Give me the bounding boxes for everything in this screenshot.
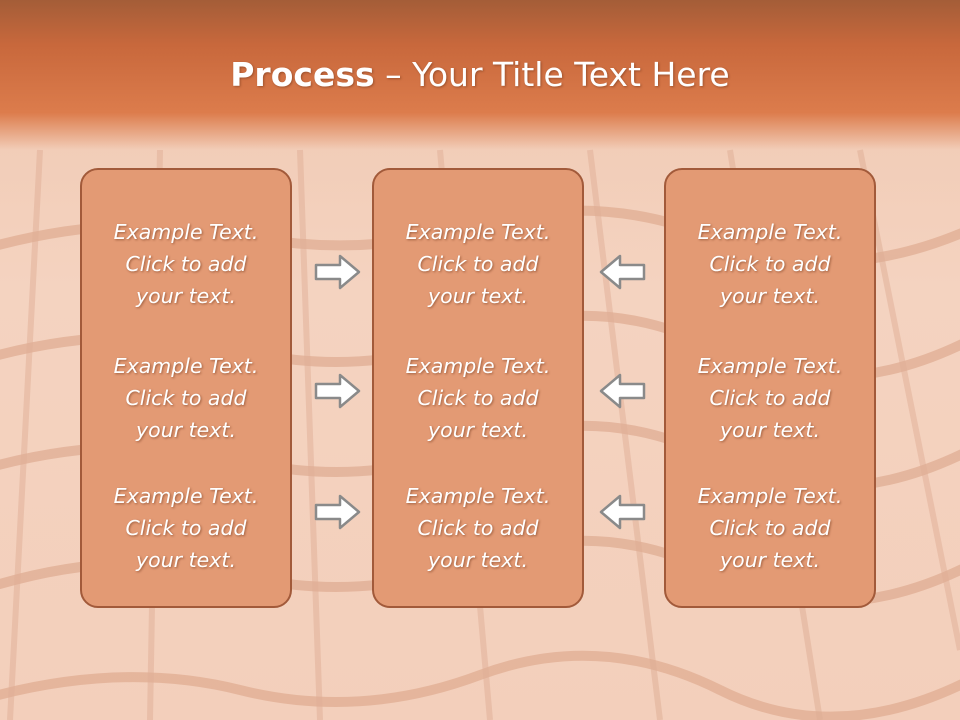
text-entry[interactable]: Example Text. Click to add your text. <box>82 216 290 312</box>
entry-line: Example Text. <box>697 220 843 244</box>
title-rest-text: – Your Title Text Here <box>374 55 730 94</box>
process-box-right[interactable]: Example Text. Click to add your text. Ex… <box>664 168 876 608</box>
text-entry[interactable]: Example Text. Click to add your text. <box>374 350 582 446</box>
right-arrow-icon <box>314 494 361 530</box>
entry-line: your text. <box>428 548 528 572</box>
slide-title[interactable]: Process – Your Title Text Here <box>0 55 960 94</box>
process-box-center[interactable]: Example Text. Click to add your text. Ex… <box>372 168 584 608</box>
entry-line: your text. <box>720 284 820 308</box>
entry-line: Example Text. <box>405 484 551 508</box>
entry-line: Click to add <box>709 386 831 410</box>
title-bar <box>0 0 960 150</box>
text-entry[interactable]: Example Text. Click to add your text. <box>374 216 582 312</box>
entry-line: Click to add <box>417 252 539 276</box>
entry-line: your text. <box>428 284 528 308</box>
title-bold-text: Process <box>230 55 375 94</box>
entry-line: Click to add <box>709 252 831 276</box>
entry-line: Click to add <box>417 386 539 410</box>
entry-line: Click to add <box>417 516 539 540</box>
entry-line: Click to add <box>709 516 831 540</box>
entry-line: your text. <box>428 418 528 442</box>
entry-line: your text. <box>720 548 820 572</box>
entry-line: your text. <box>136 418 236 442</box>
entry-line: Click to add <box>125 252 247 276</box>
entry-line: Example Text. <box>697 484 843 508</box>
text-entry[interactable]: Example Text. Click to add your text. <box>82 350 290 446</box>
text-entry[interactable]: Example Text. Click to add your text. <box>82 480 290 576</box>
entry-line: your text. <box>136 284 236 308</box>
left-arrow-icon <box>599 373 646 409</box>
text-entry[interactable]: Example Text. Click to add your text. <box>666 350 874 446</box>
left-arrow-icon <box>599 254 646 290</box>
entry-line: Example Text. <box>113 484 259 508</box>
text-entry[interactable]: Example Text. Click to add your text. <box>666 216 874 312</box>
entry-line: your text. <box>720 418 820 442</box>
text-entry[interactable]: Example Text. Click to add your text. <box>374 480 582 576</box>
right-arrow-icon <box>314 254 361 290</box>
entry-line: Example Text. <box>405 220 551 244</box>
entry-line: Example Text. <box>405 354 551 378</box>
process-box-left[interactable]: Example Text. Click to add your text. Ex… <box>80 168 292 608</box>
text-entry[interactable]: Example Text. Click to add your text. <box>666 480 874 576</box>
entry-line: Example Text. <box>113 354 259 378</box>
right-arrow-icon <box>314 373 361 409</box>
left-arrow-icon <box>599 494 646 530</box>
entry-line: Example Text. <box>697 354 843 378</box>
entry-line: Example Text. <box>113 220 259 244</box>
entry-line: Click to add <box>125 516 247 540</box>
entry-line: Click to add <box>125 386 247 410</box>
entry-line: your text. <box>136 548 236 572</box>
